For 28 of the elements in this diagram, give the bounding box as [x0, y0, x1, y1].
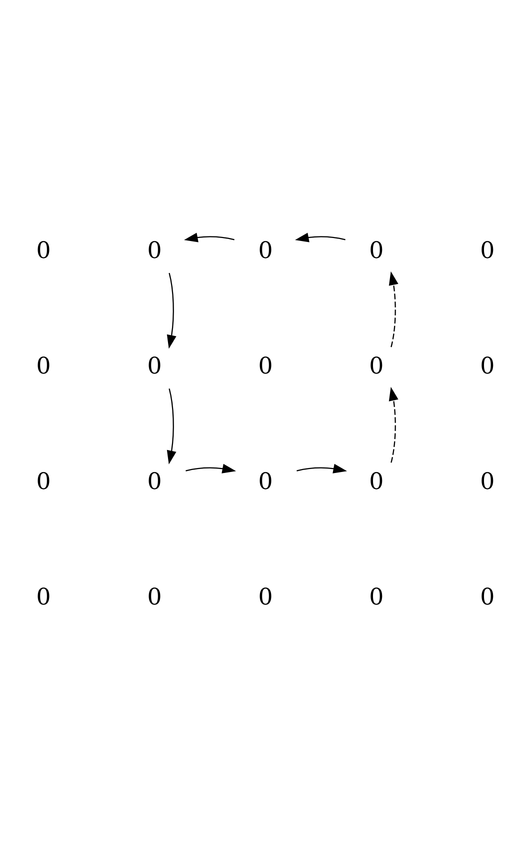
- arrow: [295, 232, 346, 242]
- arrow: [166, 388, 176, 464]
- node-text: 0: [36, 353, 51, 380]
- node-text: 0: [36, 468, 51, 495]
- node-text: 0: [258, 238, 273, 264]
- node-text: 0: [480, 238, 495, 264]
- node-text: 0: [147, 353, 162, 380]
- node-text: 0: [258, 353, 273, 380]
- arrow: [388, 386, 398, 463]
- node-text: 0: [369, 468, 384, 495]
- node-text: 0: [480, 468, 495, 495]
- node-text: 0: [258, 468, 273, 495]
- arrow: [388, 271, 398, 348]
- node-text: 0: [480, 584, 495, 611]
- node-text: 0: [369, 238, 384, 264]
- node-text: 0: [36, 238, 51, 264]
- arrow: [186, 464, 236, 474]
- arrow: [296, 464, 348, 474]
- node-text: 0: [480, 353, 495, 380]
- node-text: 0: [147, 584, 162, 611]
- arrow: [166, 272, 176, 349]
- node-text: 0: [369, 353, 384, 380]
- node-text: 0: [147, 238, 162, 264]
- node-text: 0: [36, 584, 51, 611]
- node-text: 0: [147, 468, 162, 495]
- node-text: 0: [258, 584, 273, 611]
- arrow: [184, 232, 234, 242]
- node-text: 0: [369, 584, 384, 611]
